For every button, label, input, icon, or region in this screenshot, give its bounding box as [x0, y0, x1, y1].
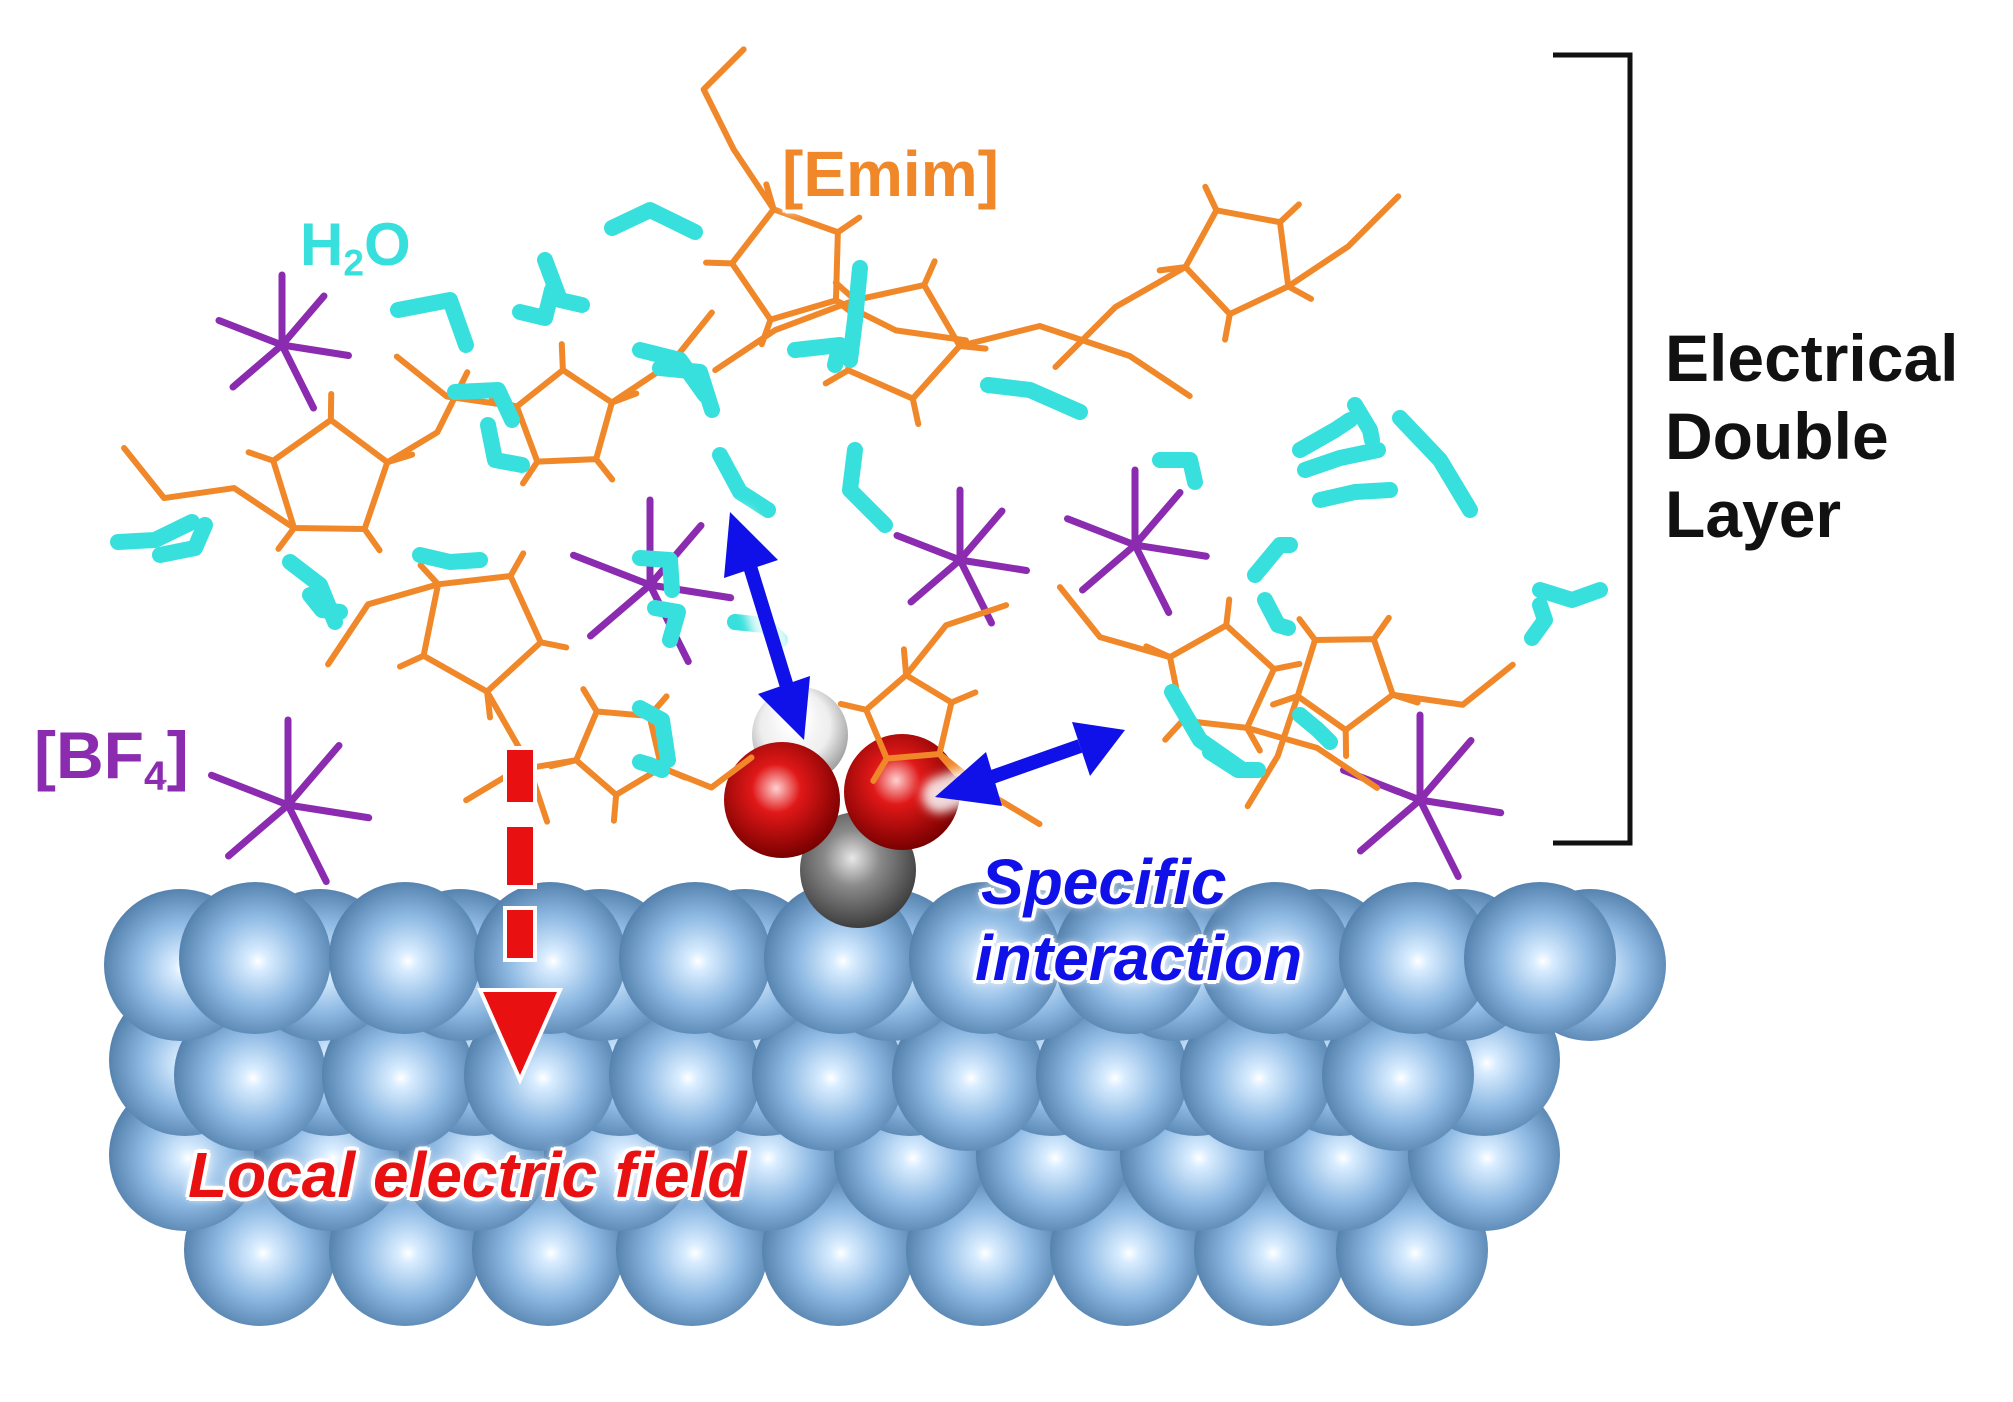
water-molecule	[1524, 597, 1553, 646]
water-molecule	[390, 292, 474, 353]
electrode-atom	[1199, 882, 1351, 1034]
emim-cation	[700, 46, 969, 348]
bf4-anion	[570, 496, 735, 665]
water-molecule	[1347, 397, 1380, 448]
bf4-anion	[208, 716, 373, 885]
electrode-atom	[1036, 999, 1188, 1151]
double-layer-line-1: Electrical	[1665, 321, 1959, 395]
water-molecule	[842, 260, 868, 368]
electrode-atom	[174, 999, 326, 1151]
emim-cations	[121, 46, 1516, 828]
double-layer-line-3: Layer	[1665, 476, 1842, 551]
water-molecule	[110, 514, 200, 550]
adsorbate-oxygen-right	[844, 734, 960, 850]
electrode-atom	[179, 882, 331, 1034]
water-molecule	[980, 377, 1088, 420]
bf4-anion	[215, 271, 352, 412]
emim-label: [Emim]	[782, 138, 999, 210]
specific-interaction-line-1: Specific	[981, 846, 1227, 918]
double-layer-bracket	[1553, 52, 1633, 846]
adsorbate-oxygen-left	[724, 742, 840, 858]
water-molecule	[152, 517, 213, 563]
water-molecule	[537, 252, 590, 313]
water-molecule	[447, 382, 520, 428]
horizontal-interaction-arrow	[935, 722, 1125, 806]
water-molecule	[1292, 412, 1358, 458]
double-layer-line-2: Double	[1665, 398, 1889, 473]
water-molecule	[842, 442, 893, 533]
specific-interaction-label: Specific interaction	[975, 845, 1302, 996]
water-molecule	[712, 447, 776, 518]
water-molecule	[480, 417, 530, 473]
electrode-atom	[909, 882, 1061, 1034]
emim-cation	[1056, 584, 1381, 791]
water-molecule	[1202, 744, 1266, 778]
water-label: H2O	[300, 211, 411, 284]
water-molecule	[1152, 452, 1203, 490]
water-molecule	[647, 600, 686, 648]
electrode-atom	[1180, 999, 1332, 1151]
water-molecules	[110, 202, 1608, 778]
bf4-anions	[208, 271, 1505, 885]
emim-cation	[712, 258, 1193, 428]
electrode-atom	[1339, 882, 1491, 1034]
water-molecule	[1297, 442, 1386, 478]
interaction-arrows	[720, 507, 1128, 813]
specific-interaction-line-2: interaction	[975, 921, 1303, 994]
emim-cation	[1244, 614, 1516, 810]
water-molecule	[512, 282, 560, 326]
vertical-interaction-arrow	[724, 512, 810, 740]
electrode-atom	[1054, 882, 1206, 1034]
water-molecule	[1292, 707, 1338, 750]
emim-cation	[121, 369, 471, 554]
emim-cation	[393, 309, 715, 487]
bf4-anion	[1064, 466, 1210, 616]
water-molecule	[1392, 410, 1478, 518]
electrode-atom	[619, 882, 771, 1034]
water-molecule	[632, 700, 676, 768]
water-molecule	[1532, 582, 1608, 608]
local-field-arrow	[476, 746, 564, 1085]
water-molecule	[632, 754, 670, 778]
emim-cation	[1052, 183, 1402, 371]
water-molecule	[1257, 592, 1296, 636]
electrode-atom	[1464, 882, 1616, 1034]
double-layer-label: Electrical Double Layer	[1665, 320, 1959, 554]
water-molecule	[632, 550, 680, 598]
bf4-anion	[1340, 711, 1505, 880]
electrode-surface	[104, 882, 1666, 1326]
electrode-atom	[329, 882, 481, 1034]
water-molecule	[412, 547, 488, 570]
local-field-label: Local electric field	[188, 1139, 747, 1211]
bf4-label: [BF4]	[34, 718, 189, 799]
water-molecule	[1312, 482, 1398, 508]
bf4-anion	[893, 486, 1030, 627]
water-molecule	[787, 337, 848, 373]
water-molecule	[1247, 537, 1298, 583]
water-molecule	[652, 360, 720, 418]
water-molecule	[302, 587, 348, 620]
water-molecule	[604, 202, 703, 240]
